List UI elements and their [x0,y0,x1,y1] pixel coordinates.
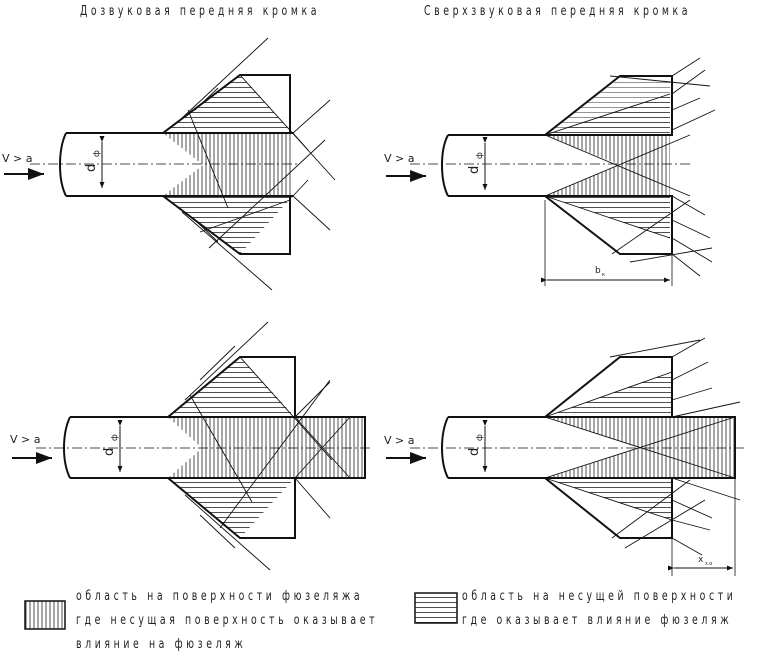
legend-swatch-vertical-hatch [24,600,66,630]
wing-planform-lower [160,195,291,255]
chord-subscript: к [602,272,605,278]
length-label: x [698,555,704,565]
diagram-subsonic-top: V > a d ф [2,37,336,291]
fuselage-influence-area [168,417,365,478]
fuselage-influence-area [545,135,670,196]
wing-planform-lower [165,477,296,539]
mach-lines [544,57,716,277]
legend-vertical-line1: область на поверхности фюзеляжа [76,589,364,604]
fuselage-influence-area [163,133,293,196]
legend-horizontal-line2: где оказывает влияние фюзеляж [462,613,733,628]
legend-swatch-horizontal-hatch [414,592,458,624]
legend-vertical-line3: влияние на фюзеляж [76,637,247,652]
velocity-label: V > a [384,434,414,447]
diagram-supersonic-top: V > a d ф [384,57,716,286]
wing-influence-area-lower [168,478,295,538]
diameter-label: d [467,166,482,174]
wing-influence-area-upper [545,78,670,135]
legend-vertical-line2: где несущая поверхность оказывает [76,613,379,628]
diagram-supersonic-bottom: V > a d ф [384,337,745,576]
diagram-subsonic-bottom: V > a d ф [10,321,372,571]
diameter-subscript: ф [92,150,101,157]
diameter-label: d [102,448,117,456]
wing-influence-area-upper [168,357,295,417]
header-subsonic: Дозвуковая передняя кромка [80,4,321,19]
length-subscript: з.о [705,561,712,567]
diameter-subscript: ф [475,434,484,441]
diameter-label: d [467,448,482,456]
velocity-label: V > a [384,152,414,165]
wing-planform-upper [160,74,291,134]
diameter-subscript: ф [110,434,119,441]
wing-influence-area-upper [163,75,293,133]
diameter-subscript: ф [475,152,484,159]
diameter-label: d [84,164,99,172]
header-supersonic: Сверхзвуковая передняя кромка [424,4,692,19]
chord-label: b [595,266,601,276]
mach-lines [544,337,741,556]
legend-horizontal-line1: область на несущей поверхности [462,589,737,604]
wing-planform-upper [165,356,296,418]
velocity-label: V > a [2,152,32,165]
mach-lines [181,37,336,291]
mach-lines [184,321,351,571]
velocity-label: V > a [10,433,40,446]
